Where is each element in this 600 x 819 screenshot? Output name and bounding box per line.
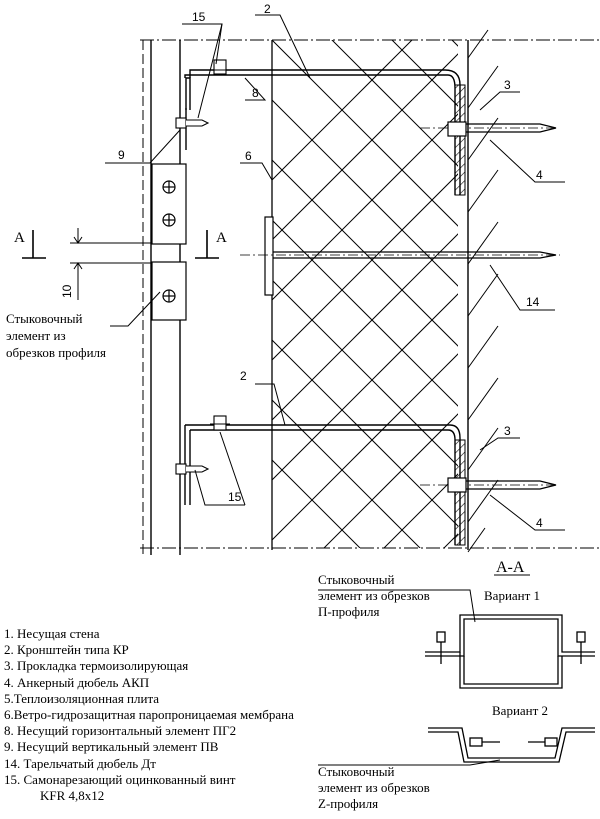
legend-item: 5.Теплоизоляционная плита [4, 690, 160, 706]
legend-item: 6.Ветро-гидрозащитная паропроницаемая ме… [4, 707, 294, 723]
legend-item: 3. Прокладка термоизолирующая [4, 658, 189, 674]
legend-item: 9. Несущий вертикальный элемент ПВ [4, 739, 219, 755]
callout-2-top: 2 [264, 2, 271, 16]
bracket-bottom [184, 424, 461, 545]
z-profile-drawing [428, 727, 595, 763]
variant-2-label: Вариант 2 [492, 703, 548, 718]
legend-item: 4. Анкерный дюбель АКП [4, 674, 150, 690]
section-letter-left: A [14, 230, 25, 246]
callout-4-bottom: 4 [536, 516, 543, 530]
section-mark-right [195, 230, 219, 259]
joint-label-line1: Стыковочный [6, 311, 83, 326]
legend-item: 2. Кронштейн типа КР [4, 642, 129, 658]
legend-list: 1. Несущая стена 2. Кронштейн типа КР 3.… [4, 626, 294, 804]
label-z-line2: элемент из обрезков [318, 780, 430, 795]
label-p-line3: П-профиля [318, 604, 380, 619]
wall-hatch [467, 29, 499, 553]
callout-9: 9 [118, 148, 125, 162]
callout-15-bottom: 15 [228, 490, 242, 504]
legend-item: 14. Тарельчатый дюбель Дт [4, 755, 156, 771]
label-p-line1: Стыковочный [318, 572, 395, 587]
legend-item: 1. Несущая стена [4, 626, 100, 641]
callout-3-top: 3 [504, 78, 511, 92]
callout-3-bottom: 3 [504, 424, 511, 438]
callout-10: 10 [60, 284, 74, 298]
joint-element [151, 163, 187, 321]
section-letter-right: A [216, 230, 227, 246]
bracket-top [184, 69, 461, 195]
p-profile-drawing [425, 614, 595, 689]
label-z-line3: Z-профиля [318, 796, 378, 811]
legend-item: 8. Несущий горизонтальный элемент ПГ2 [4, 723, 237, 739]
legend-item: 15. Самонарезающий оцинкованный винт [4, 771, 236, 787]
anchor-dowel-top [420, 121, 558, 137]
section-mark-left [22, 230, 46, 259]
legend-item-continuation: KFR 4,8x12 [40, 788, 105, 804]
callout-8: 8 [252, 86, 259, 100]
callout-14: 14 [526, 295, 540, 309]
leader-p [318, 589, 476, 623]
callout-6: 6 [245, 149, 252, 163]
callout-15-top: 15 [192, 10, 206, 24]
anchor-dowel-bottom [420, 477, 558, 493]
callout-2-bottom: 2 [240, 369, 247, 383]
callout-4-top: 4 [536, 168, 543, 182]
screw-icons [175, 59, 230, 475]
leader-z [318, 759, 501, 766]
insulation-hatch [272, 40, 458, 548]
plate-dowel [240, 216, 560, 296]
label-z-line1: Стыковочный [318, 764, 395, 779]
label-p-line2: элемент из обрезков [318, 588, 430, 603]
leader-lines [105, 14, 565, 531]
facade-section-drawing: 15 2 8 3 9 6 4 14 10 2 3 15 4 A A Стыков… [6, 2, 600, 555]
section-view-a-a: А-А Стыковочный элемент из обрезков П-пр… [318, 560, 595, 811]
joint-label-line2: элемент из [6, 328, 66, 343]
variant-1-label: Вариант 1 [484, 588, 540, 603]
dimension-10 [70, 228, 152, 300]
thermal-pad-top [454, 84, 466, 196]
joint-label-line3: обрезков профиля [6, 345, 106, 360]
section-title: А-А [496, 560, 525, 576]
